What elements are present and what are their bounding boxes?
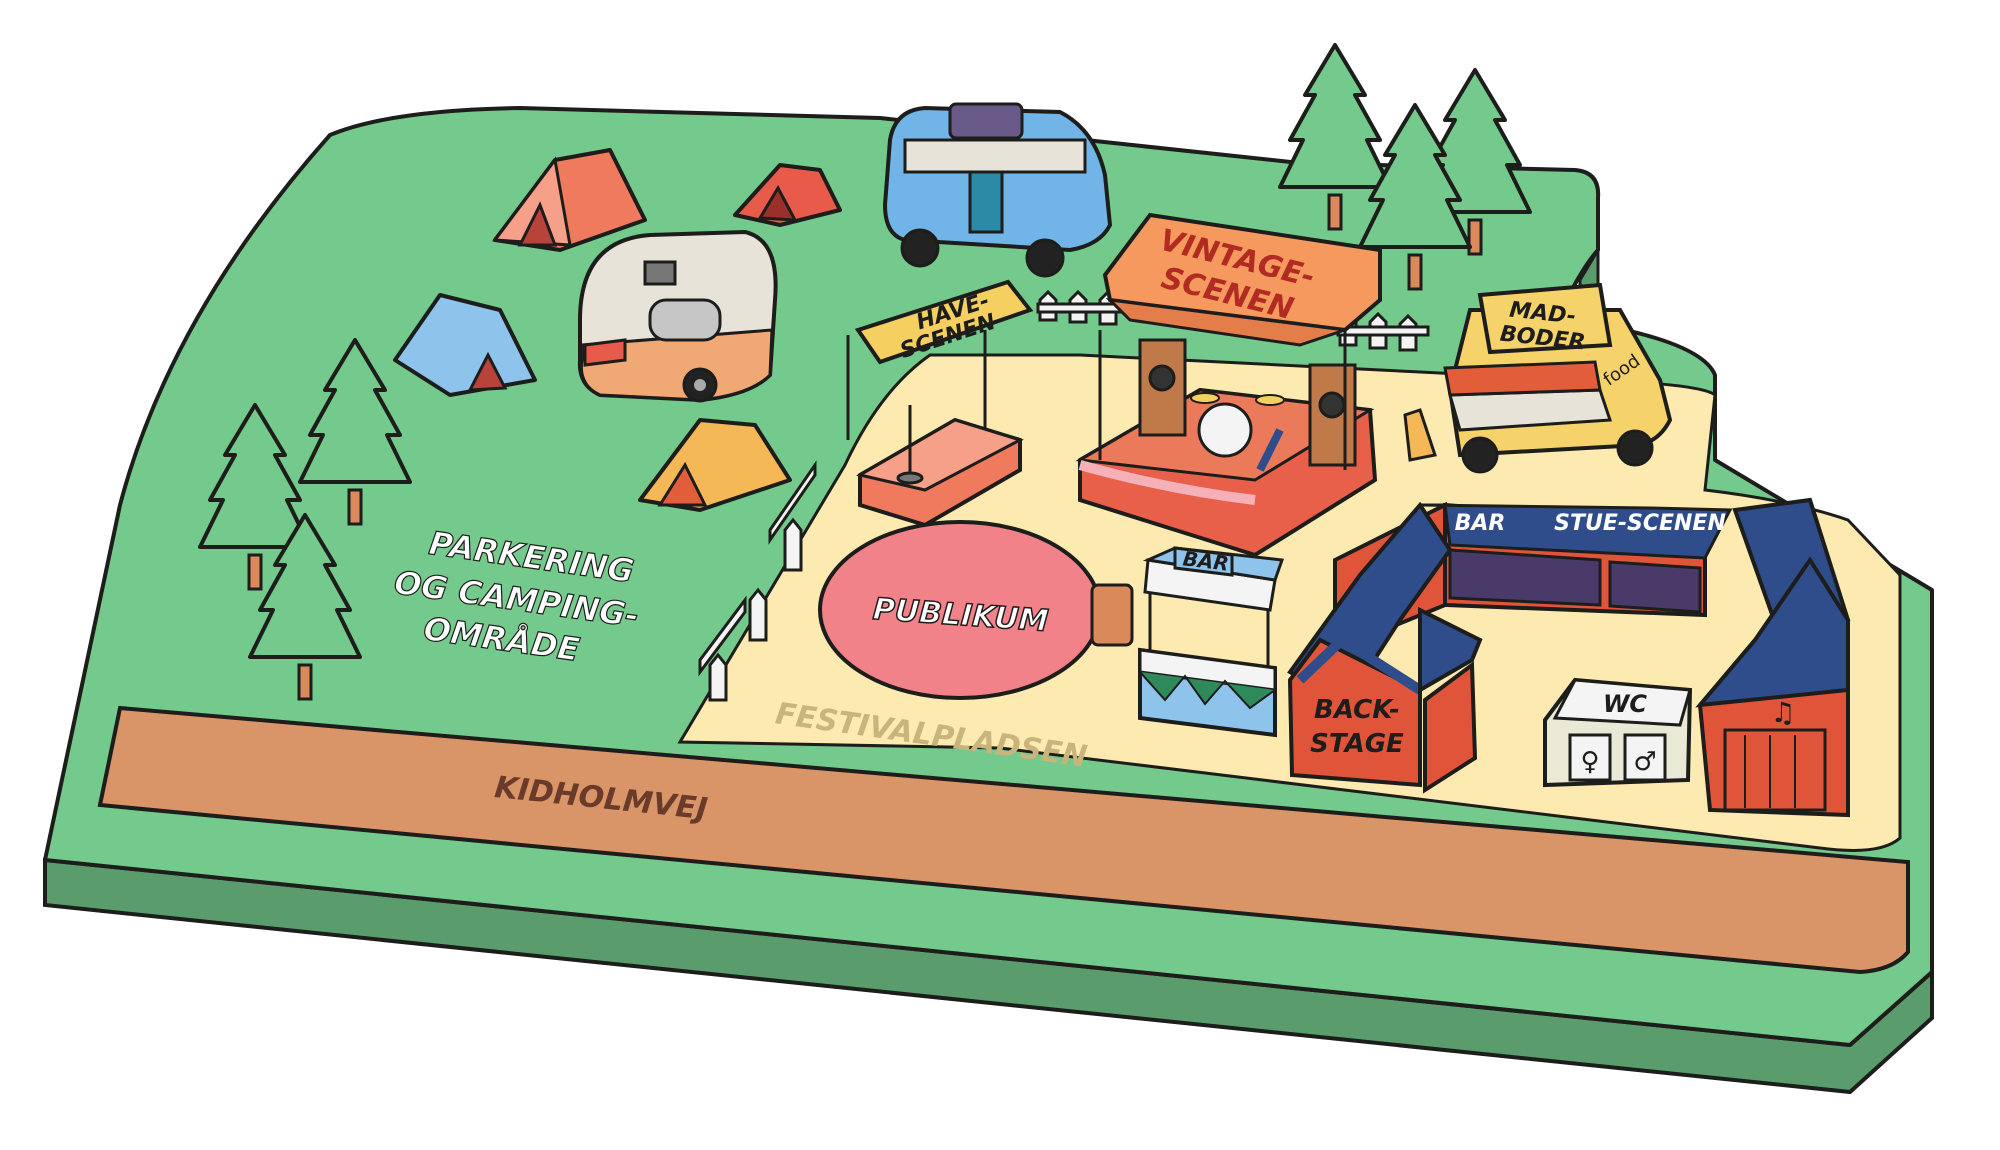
wc-label: WC — [1603, 690, 1647, 718]
vintage-scenen-stage: VINTAGE- SCENEN — [1075, 212, 1382, 558]
stue-scenen-label: STUE-SCENEN — [1554, 511, 1726, 536]
person-icon: ♂ — [1633, 747, 1656, 777]
indoor-bar-label: BAR — [1455, 511, 1506, 536]
wc-building: ♀ ♂ WC — [1543, 677, 1693, 788]
music-note-icon: ♫ — [1770, 696, 1795, 729]
food-truck: MAD- BODER food — [1403, 282, 1673, 474]
camper-van-icon — [882, 102, 1113, 278]
barn-complex: ♫ BAR STUE-SCENEN BACK- STAGE — [1287, 497, 1851, 818]
audience-area: PUBLIKUM — [818, 520, 1102, 700]
person-icon: ♀ — [1580, 747, 1599, 777]
tent-icon — [492, 148, 647, 252]
tent-icon — [733, 163, 842, 227]
backstage-label-2: STAGE — [1310, 729, 1404, 759]
backstage-label-1: BACK- — [1314, 695, 1400, 725]
caravan-icon — [577, 229, 778, 403]
tent-icon — [638, 418, 792, 512]
fence — [698, 289, 1430, 702]
bar-stand-label: BAR — [1182, 546, 1231, 575]
road-kidholmvej — [97, 705, 1910, 975]
have-scenen-stage: HAVE- SCENEN — [846, 279, 1034, 528]
bar-stand: BAR — [1090, 546, 1285, 738]
tent-icon — [393, 293, 537, 397]
